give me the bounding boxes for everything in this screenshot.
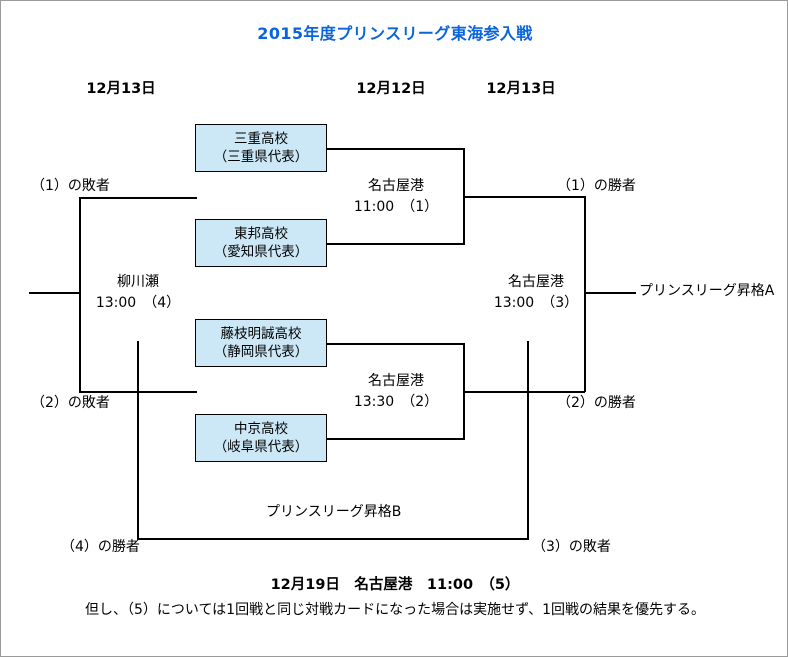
- bracket-line-m1-bottom: [327, 243, 465, 245]
- team-name: 藤枝明誠高校: [220, 326, 302, 342]
- bracket-line-m3-vert: [584, 196, 586, 392]
- team-name: 三重高校: [234, 131, 288, 147]
- bracket-line-m3-out: [584, 292, 636, 294]
- promotion-a-label: プリンスリーグ昇格A: [639, 283, 775, 299]
- final-match-info: 12月19日 名古屋港 11:00 （5）: [270, 577, 520, 593]
- match-4-time: 13:00 （4）: [95, 295, 181, 311]
- slot-loser-1: （1）の敗者: [31, 178, 110, 194]
- bracket-line-m2-bottom: [327, 438, 465, 440]
- team-box-toho[interactable]: 東邦高校 （愛知県代表）: [195, 219, 327, 267]
- match-3-time: 13:00 （3）: [493, 295, 579, 311]
- date-label-left: 12月13日: [86, 81, 156, 97]
- bracket-line-m1-top: [327, 148, 465, 150]
- match-1-label: 名古屋港 11:00 （1）: [331, 176, 461, 218]
- bracket-line-m4-out: [29, 292, 81, 294]
- match-4-venue: 柳川瀬: [117, 274, 159, 290]
- slot-winner-2: （2）の勝者: [557, 395, 636, 411]
- match-1-time: 11:00 （1）: [353, 199, 439, 215]
- team-box-chukyo[interactable]: 中京高校 （岐阜県代表）: [195, 414, 327, 462]
- match-3-label: 名古屋港 13:00 （3）: [471, 272, 601, 314]
- match-3-venue: 名古屋港: [508, 274, 564, 290]
- bracket-line-m2-top: [327, 343, 465, 345]
- team-pref: （三重県代表）: [213, 149, 309, 165]
- bracket-line-m2-out: [463, 391, 585, 393]
- team-pref: （岐阜県代表）: [213, 439, 309, 455]
- slot-loser-2: （2）の敗者: [31, 395, 110, 411]
- bracket-line-m4-vert: [79, 197, 81, 393]
- bracket-line-b-bottom: [137, 538, 529, 540]
- bracket-line-m1-out: [463, 196, 585, 198]
- match-2-venue: 名古屋港: [368, 373, 424, 389]
- match-2-time: 13:30 （2）: [353, 394, 439, 410]
- match-2-label: 名古屋港 13:30 （2）: [331, 371, 461, 413]
- date-label-right: 12月13日: [486, 81, 556, 97]
- slot-loser-3: （3）の敗者: [532, 539, 611, 555]
- team-pref: （静岡県代表）: [213, 344, 309, 360]
- slot-winner-4: （4）の勝者: [61, 539, 140, 555]
- page-title: 2015年度プリンスリーグ東海参入戦: [257, 24, 533, 43]
- team-pref: （愛知県代表）: [213, 244, 309, 260]
- footer-note: 但し、（5）については1回戦と同じ対戦カードになった場合は実施せず、1回戦の結果…: [84, 602, 706, 618]
- team-box-fujieda[interactable]: 藤枝明誠高校 （静岡県代表）: [195, 319, 327, 367]
- promotion-b-label: プリンスリーグ昇格B: [266, 504, 402, 520]
- bracket-line-b-right-vert: [527, 341, 529, 539]
- match-4-label: 柳川瀬 13:00 （4）: [73, 272, 203, 314]
- team-name: 東邦高校: [234, 226, 288, 242]
- match-1-venue: 名古屋港: [368, 178, 424, 194]
- slot-winner-1: （1）の勝者: [557, 178, 636, 194]
- team-box-mie[interactable]: 三重高校 （三重県代表）: [195, 124, 327, 172]
- bracket-line-b-left-vert: [137, 341, 139, 539]
- date-label-center: 12月12日: [356, 81, 426, 97]
- bracket-line-m4-top: [79, 197, 197, 199]
- team-name: 中京高校: [234, 421, 288, 437]
